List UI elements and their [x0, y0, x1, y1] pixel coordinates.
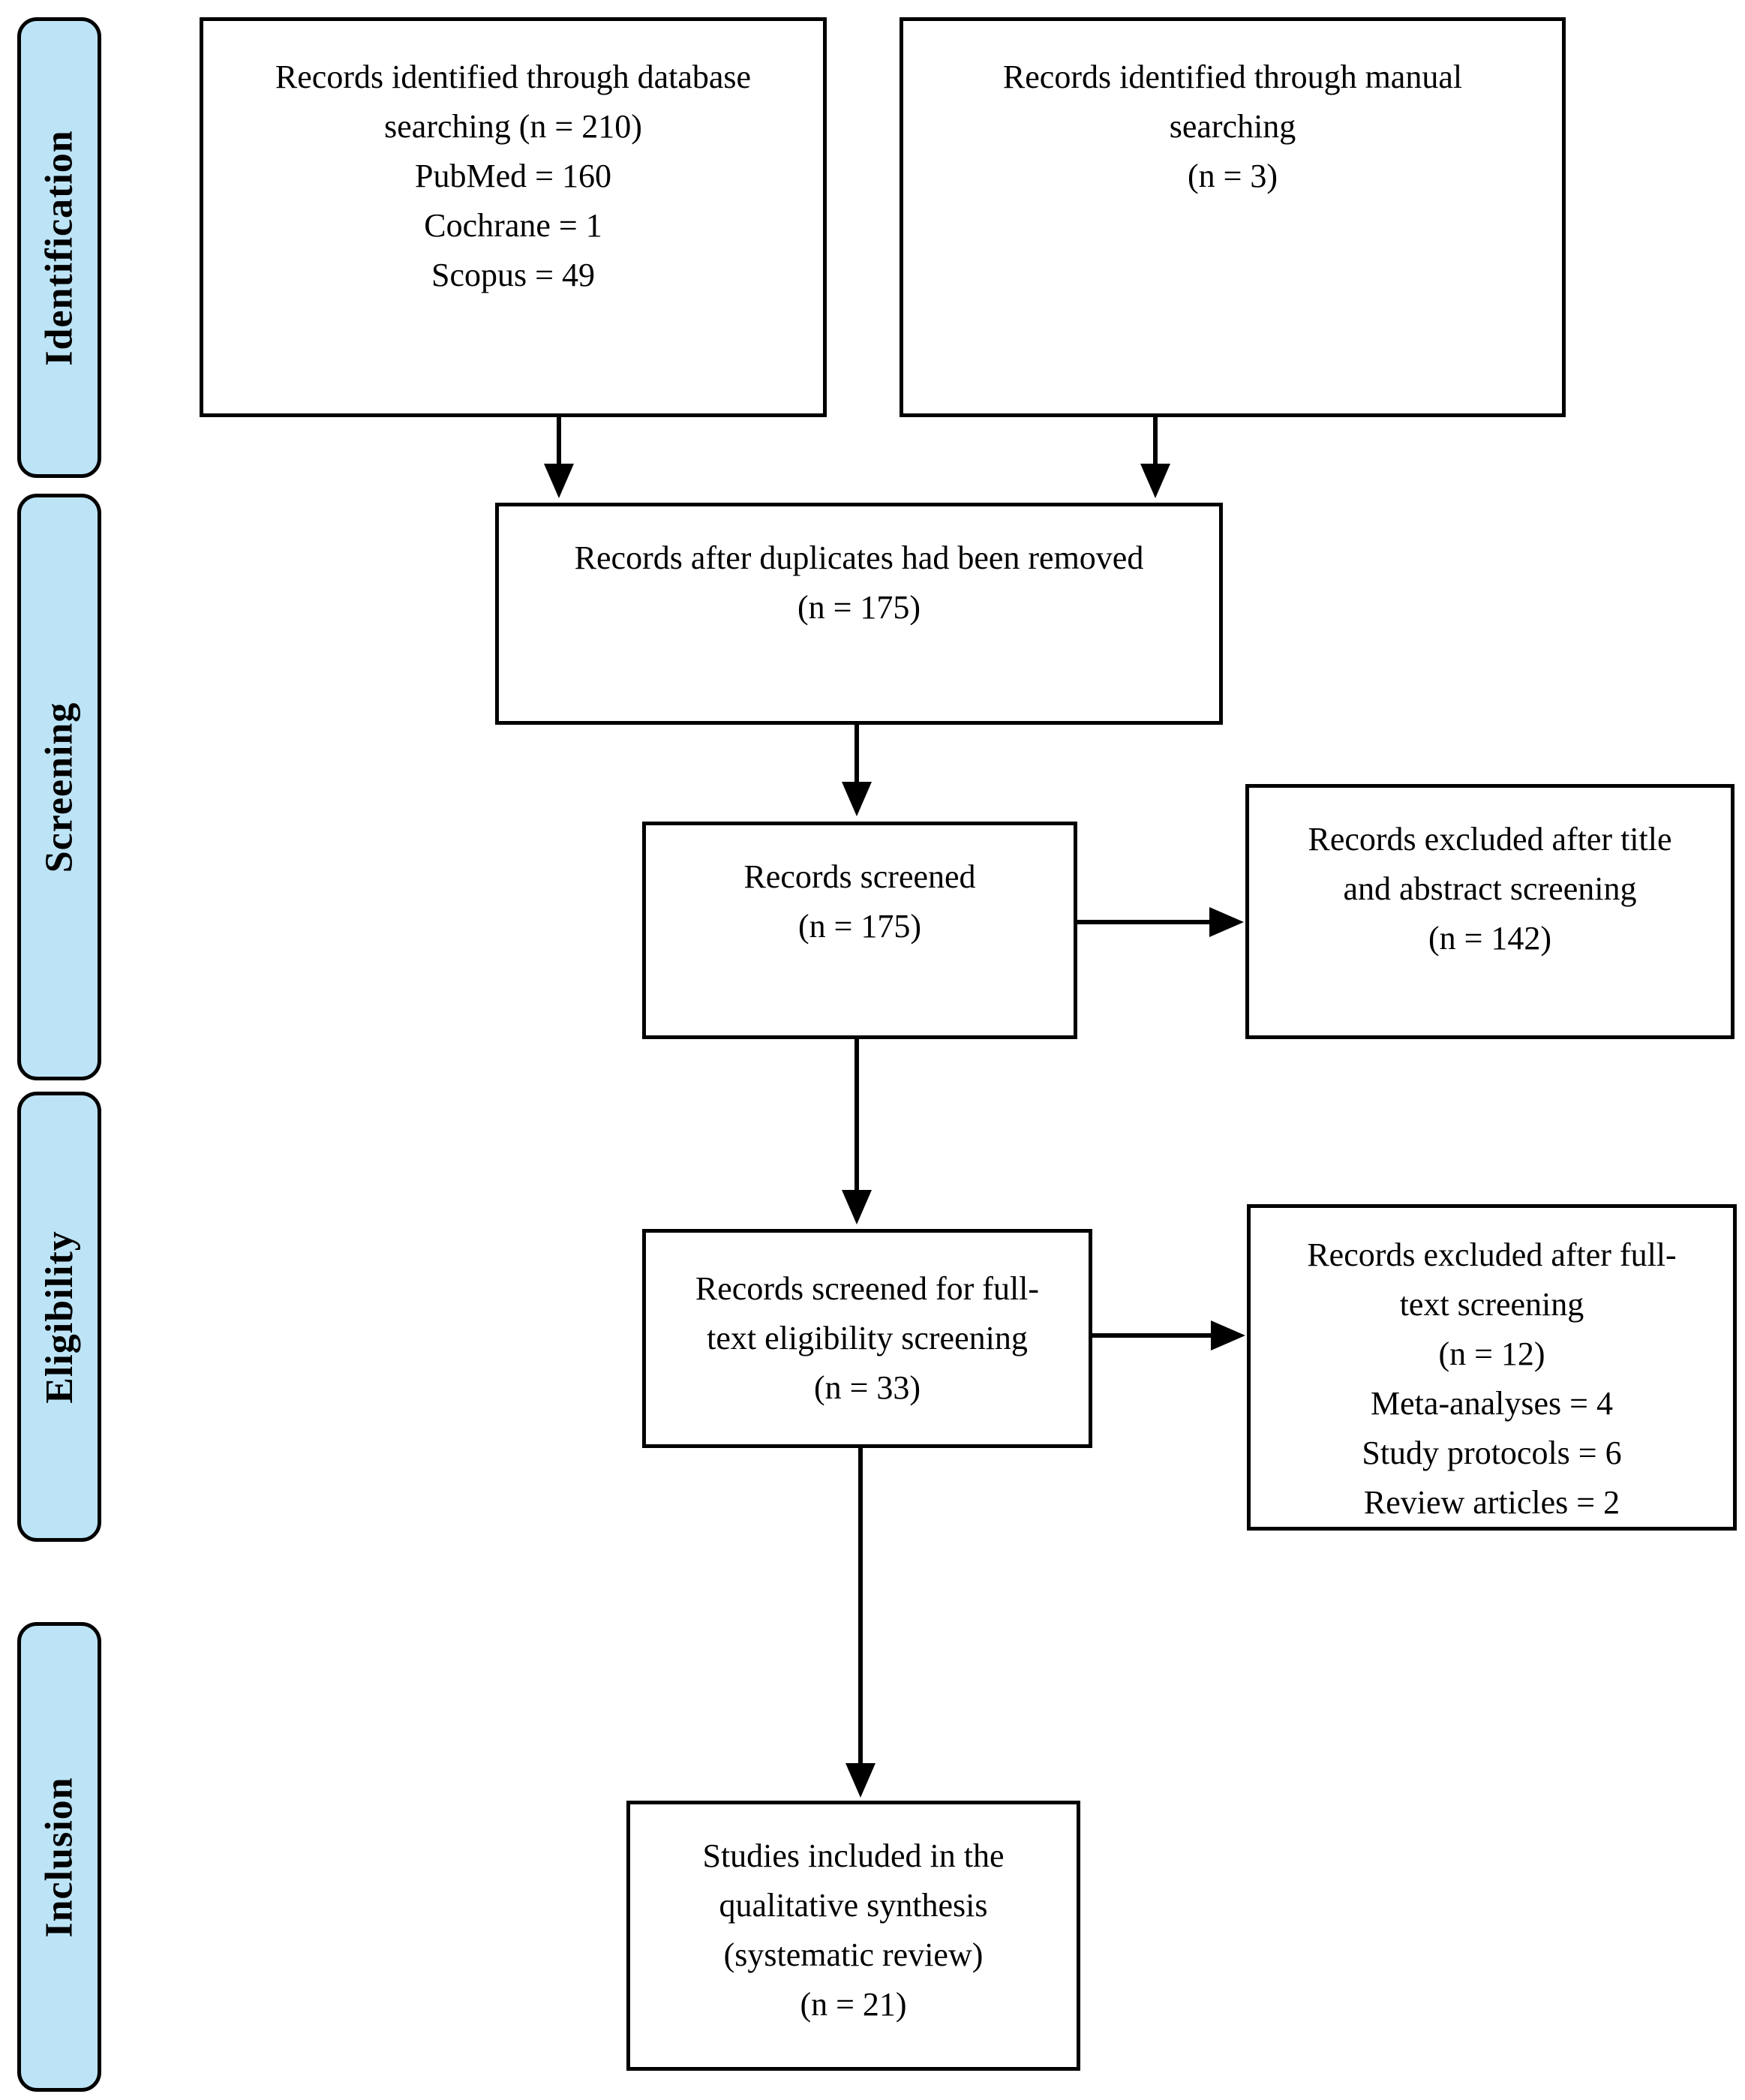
arrow-fulltext-to-included	[845, 1448, 876, 1798]
box-database-search: Records identified through database sear…	[200, 17, 827, 417]
arrow-shaft	[858, 1448, 863, 1763]
box-fulltext-eligibility: Records screened for full- text eligibil…	[642, 1229, 1092, 1448]
arrow-right-icon	[1209, 907, 1244, 937]
arrow-db-to-duplicates	[544, 417, 574, 498]
arrow-shaft	[854, 725, 859, 782]
arrow-shaft	[1092, 1333, 1211, 1338]
box-line: PubMed = 160	[415, 158, 611, 194]
stage-screening: Screening	[17, 494, 101, 1080]
box-line: (n = 21)	[800, 1986, 907, 2023]
box-line: Records excluded after full-	[1307, 1236, 1677, 1273]
box-line: Review articles = 2	[1363, 1484, 1620, 1521]
stage-identification-label: Identification	[38, 129, 81, 366]
arrow-shaft	[1077, 920, 1209, 924]
box-line: Records excluded after title	[1308, 821, 1672, 858]
arrow-down-icon	[842, 1190, 872, 1224]
box-line: (n = 175)	[797, 589, 921, 626]
arrow-fulltext-to-excluded	[1092, 1320, 1245, 1350]
stage-eligibility: Eligibility	[17, 1092, 101, 1542]
stage-identification: Identification	[17, 17, 101, 478]
arrow-shaft	[854, 1039, 859, 1190]
box-line: Records after duplicates had been remove…	[574, 539, 1144, 576]
box-line: text screening	[1399, 1286, 1584, 1323]
box-line: and abstract screening	[1343, 870, 1637, 907]
box-line: qualitative synthesis	[719, 1887, 988, 1924]
arrow-manual-to-duplicates	[1140, 417, 1170, 498]
arrow-shaft	[1153, 417, 1158, 464]
box-line: (systematic review)	[723, 1936, 984, 1973]
box-line: Studies included in the	[702, 1837, 1005, 1874]
box-line: Study protocols = 6	[1362, 1435, 1622, 1471]
box-line: Scopus = 49	[431, 257, 595, 293]
box-line: Records screened	[743, 858, 976, 895]
arrow-shaft	[557, 417, 561, 464]
arrow-down-icon	[1140, 464, 1170, 498]
stage-screening-label: Screening	[38, 702, 81, 873]
box-included-studies: Studies included in the qualitative synt…	[626, 1801, 1080, 2071]
stage-eligibility-label: Eligibility	[38, 1230, 81, 1404]
stage-inclusion: Inclusion	[17, 1622, 101, 2092]
box-line: (n = 175)	[797, 908, 922, 945]
box-manual-search: Records identified through manual search…	[900, 17, 1566, 417]
box-line: (n = 33)	[813, 1369, 921, 1406]
box-line: (n = 142)	[1428, 920, 1552, 957]
arrow-down-icon	[544, 464, 574, 498]
box-line: Records identified through database	[275, 59, 752, 95]
box-line: Records screened for full-	[695, 1270, 1040, 1307]
arrow-down-icon	[845, 1763, 876, 1798]
box-excluded-title-abstract: Records excluded after title and abstrac…	[1245, 784, 1734, 1039]
box-records-screened: Records screened (n = 175)	[642, 822, 1077, 1039]
stage-inclusion-label: Inclusion	[38, 1776, 81, 1938]
arrow-down-icon	[842, 782, 872, 816]
box-line: (n = 12)	[1438, 1335, 1545, 1372]
box-duplicates-removed: Records after duplicates had been remove…	[495, 503, 1223, 725]
box-line: searching (n = 210)	[384, 108, 642, 145]
arrow-right-icon	[1211, 1320, 1245, 1350]
box-line: Records identified through manual	[1002, 59, 1463, 95]
arrow-duplicates-to-screened	[842, 725, 872, 816]
box-line: searching	[1169, 108, 1296, 145]
arrow-screened-to-fulltext	[842, 1039, 872, 1224]
box-line: (n = 3)	[1187, 158, 1278, 194]
box-line: text eligibility screening	[707, 1320, 1028, 1356]
arrow-screened-to-excluded	[1077, 907, 1244, 937]
box-excluded-fulltext: Records excluded after full- text screen…	[1247, 1204, 1737, 1531]
box-line: Cochrane = 1	[424, 207, 602, 244]
box-line: Meta-analyses = 4	[1371, 1385, 1613, 1422]
